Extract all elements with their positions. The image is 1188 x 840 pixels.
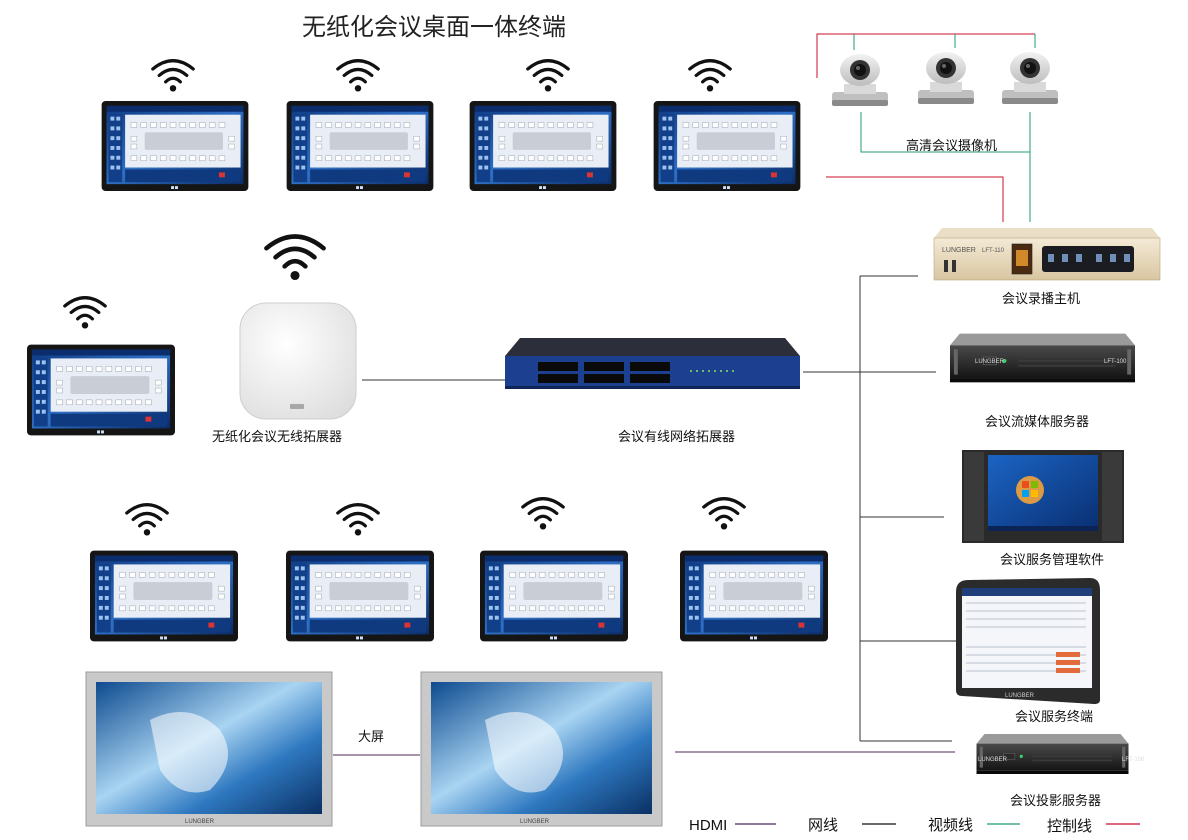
screen-brand: LUNGBER <box>520 819 550 825</box>
network-switch: 会议有线网络拓展器 <box>505 338 800 444</box>
projection-server-label: 会议投影服务器 <box>1010 793 1101 808</box>
wifi-icon <box>151 59 195 93</box>
projection-server-brand: LUNGBER <box>978 757 1008 763</box>
wifi-icon <box>336 59 380 93</box>
camera-icon <box>918 52 974 104</box>
server-icon <box>975 734 1130 774</box>
server-icon <box>950 333 1135 383</box>
tablet-terminal <box>653 101 801 191</box>
tablet-terminal <box>469 101 617 191</box>
projection-server-model: LFT-100 <box>1122 757 1145 763</box>
tablets-top-row <box>101 59 801 191</box>
switch-label: 会议有线网络拓展器 <box>618 429 735 444</box>
legend-label-control: 控制线 <box>1047 818 1092 835</box>
control-line-recorder <box>826 176 1004 222</box>
stream-server-model: LFT-100 <box>1104 359 1127 365</box>
service-terminal: LUNGBER 会议服务终端 <box>956 578 1100 724</box>
tablets-bottom-row <box>90 497 828 642</box>
wifi-icon <box>702 497 746 531</box>
wifi-icon <box>688 59 732 93</box>
wifi-icon <box>125 503 169 537</box>
connection-lines <box>333 33 1036 756</box>
diagram-title: 无纸化会议桌面一体终端 <box>302 14 566 41</box>
tablet-terminal <box>27 344 175 436</box>
camera-label: 高清会议摄像机 <box>906 138 997 153</box>
recorder-brand: LUNGBER <box>942 247 976 254</box>
hd-cameras: 高清会议摄像机 <box>832 52 1058 153</box>
legend-label-video: 视频线 <box>928 817 973 834</box>
camera-icon <box>1002 52 1058 104</box>
legend-label-hdmi: HDMI <box>689 817 727 834</box>
screen-brand: LUNGBER <box>185 819 215 825</box>
camera-icon <box>832 54 888 106</box>
control-line-cameras <box>816 33 1035 78</box>
big-screen-label: 大屏 <box>358 729 384 744</box>
recorder-host: LUNGBER LFT-110 会议录播主机 <box>933 228 1161 306</box>
wifi-icon <box>521 497 565 531</box>
legend-label-network: 网线 <box>808 817 838 834</box>
tablet-terminal <box>286 550 434 642</box>
mgmt-software-label: 会议服务管理软件 <box>1000 552 1104 567</box>
wifi-icon <box>63 296 107 330</box>
wireless-ap-label: 无纸化会议无线拓展器 <box>212 429 342 444</box>
stream-media-server: LUNGBER LFT-100 会议流媒体服务器 <box>950 333 1135 429</box>
tablet-terminal <box>101 101 249 191</box>
wifi-icon <box>266 237 323 281</box>
tablet-terminal <box>680 550 828 642</box>
big-screens: LUNGBER LUNGBER 大屏 <box>85 671 663 827</box>
legend: HDMI 网线 视频线 控制线 <box>689 817 1140 835</box>
tablet-terminal <box>480 550 628 642</box>
recorder-model: LFT-110 <box>982 248 1005 254</box>
tablet-terminal <box>286 101 434 191</box>
wireless-access-point: 无纸化会议无线拓展器 <box>212 237 357 444</box>
stream-server-brand: LUNGBER <box>975 359 1005 365</box>
service-terminal-label: 会议服务终端 <box>1015 709 1093 724</box>
video-line-cameras <box>860 112 1030 153</box>
wifi-icon <box>336 503 380 537</box>
stream-server-label: 会议流媒体服务器 <box>985 414 1089 429</box>
service-terminal-brand: LUNGBER <box>1005 693 1035 699</box>
projection-server: LUNGBER LFT-100 会议投影服务器 <box>975 734 1145 808</box>
wifi-icon <box>526 59 570 93</box>
management-software: 会议服务管理软件 <box>962 450 1124 567</box>
tablet-terminal <box>90 550 238 642</box>
recorder-label: 会议录播主机 <box>1002 291 1080 306</box>
